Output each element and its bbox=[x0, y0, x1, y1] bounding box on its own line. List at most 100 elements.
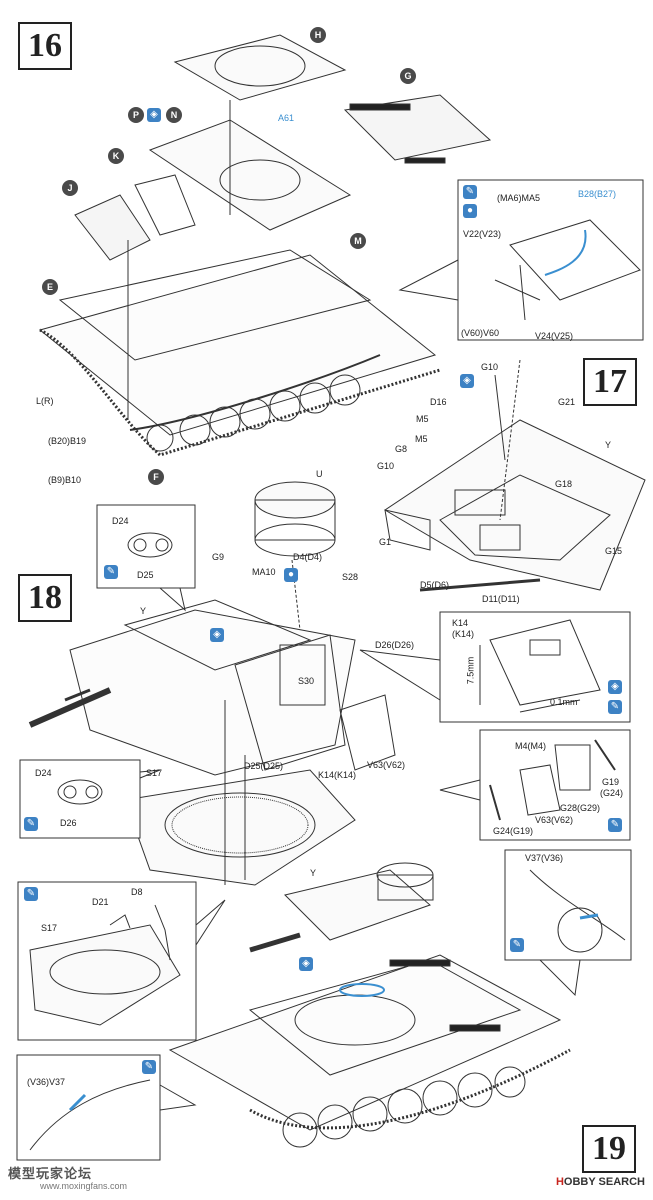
label-s30: S30 bbox=[298, 676, 315, 686]
inset-16-suspension bbox=[494, 219, 641, 321]
inset-d24-bottom-part bbox=[57, 779, 103, 805]
label-m5-b: M5 bbox=[415, 434, 428, 444]
glue-icon-18: ◈ bbox=[210, 628, 224, 642]
paint-drop-icon: ● bbox=[463, 204, 477, 218]
inset-label-v37v36: V37(V36) bbox=[525, 853, 564, 863]
hatch-panels-jk bbox=[74, 174, 196, 261]
watermark-hobbysearch: HOBBY SEARCH bbox=[556, 1176, 645, 1188]
label-v22v23: V22(V23) bbox=[463, 229, 502, 239]
inset-v37-bottom-part bbox=[29, 1079, 151, 1151]
label-s28: S28 bbox=[342, 572, 359, 582]
label-g15: G15 bbox=[605, 546, 623, 556]
label-lr: L(R) bbox=[36, 396, 54, 406]
callout-k: K bbox=[108, 148, 124, 164]
label-d26d26: D26(D26) bbox=[375, 640, 415, 650]
paint-drop-icon-18: ● bbox=[284, 568, 298, 582]
inset-v37-bottom-frame bbox=[16, 1054, 161, 1161]
inset-label-m4m4: M4(M4) bbox=[515, 741, 546, 751]
step-number-18: 18 bbox=[18, 574, 72, 622]
brush-icon-d24-top: ✎ bbox=[104, 565, 118, 579]
label-k14k14: K14(K14) bbox=[318, 770, 357, 780]
callout-p: P bbox=[128, 107, 144, 123]
turret-18 bbox=[28, 481, 396, 776]
label-v63v62: V63(V62) bbox=[367, 760, 406, 770]
brush-icon-v37-top: ✎ bbox=[510, 938, 524, 952]
inset-label-d21: D21 bbox=[92, 897, 109, 907]
callout-e: E bbox=[42, 279, 58, 295]
label-m5-a: M5 bbox=[416, 414, 429, 424]
inset-label-k14: K14 bbox=[452, 618, 469, 628]
glue-icon: ◈ bbox=[147, 108, 161, 122]
superstructure-m bbox=[148, 100, 352, 231]
label-d25d25: D25(D25) bbox=[244, 761, 284, 771]
inset-d24-top-part bbox=[127, 532, 173, 558]
inset-label-g24-paren: (G24) bbox=[600, 788, 624, 798]
inset-v37-top-part bbox=[529, 869, 626, 953]
label-g9: G9 bbox=[212, 552, 225, 562]
label-d4d4: D4(D4) bbox=[293, 552, 323, 562]
brush-icon-d24-bottom: ✎ bbox=[24, 817, 38, 831]
label-a61: A61 bbox=[278, 113, 295, 123]
label-d11d11: D11(D11) bbox=[482, 594, 520, 604]
brush-icon-k14: ✎ bbox=[608, 700, 622, 714]
label-b9b10: (B9)B10 bbox=[48, 475, 82, 485]
callout-j: J bbox=[62, 180, 78, 196]
inset-m4-part bbox=[489, 739, 616, 821]
label-y-19: Y bbox=[310, 868, 317, 878]
inset-k14-part bbox=[479, 619, 601, 713]
callout-m: M bbox=[350, 233, 366, 249]
step-number-17: 17 bbox=[583, 358, 637, 406]
inset-label-dim-vertical: 7.5mm bbox=[465, 656, 476, 685]
watermark-url: www.moxingfans.com bbox=[40, 1181, 128, 1191]
brush-icon-m4: ✎ bbox=[608, 818, 622, 832]
label-ma10: MA10 bbox=[252, 567, 276, 577]
step-number-19: 19 bbox=[582, 1125, 636, 1173]
label-b20b19: (B20)B19 bbox=[48, 436, 87, 446]
inset-label-v63v62: V63(V62) bbox=[535, 815, 574, 825]
inset-label-g28g29: G28(G29) bbox=[560, 803, 601, 813]
step-number-16: 16 bbox=[18, 22, 72, 70]
inset-v37-top-frame bbox=[504, 849, 632, 961]
inset-top-label-d25: D25 bbox=[137, 570, 154, 580]
brush-icon-s17: ✎ bbox=[24, 887, 38, 901]
callout-g: G bbox=[400, 68, 416, 84]
watermark-brand-rest: OBBY SEARCH bbox=[563, 1176, 645, 1188]
hull-top-plate-h bbox=[173, 34, 347, 101]
inset-label-dim-horizontal: 0.1mm bbox=[550, 697, 578, 707]
label-d5d6: D5(D6) bbox=[420, 580, 450, 590]
superstructure-17 bbox=[384, 359, 646, 592]
assembled-tank-19 bbox=[168, 862, 571, 1148]
glue-icon-k14: ◈ bbox=[608, 680, 622, 694]
callout-f: F bbox=[148, 469, 164, 485]
label-g18: G18 bbox=[555, 479, 573, 489]
watermark-brand-h: H bbox=[555, 1176, 564, 1188]
label-y-17: Y bbox=[605, 440, 612, 450]
label-u: U bbox=[316, 469, 323, 479]
engine-deck-g bbox=[343, 94, 492, 164]
inset-16-frame bbox=[457, 179, 644, 341]
label-g21: G21 bbox=[558, 397, 576, 407]
label-v60v60: (V60)V60 bbox=[461, 328, 500, 338]
glue-icon-19: ◈ bbox=[299, 957, 313, 971]
label-s17: S17 bbox=[146, 768, 163, 778]
brush-icon-v37-bottom: ✎ bbox=[142, 1060, 156, 1074]
inset-label-d8: D8 bbox=[131, 887, 143, 897]
inset-label-s17: S17 bbox=[41, 923, 58, 933]
label-ma6ma5: (MA6)MA5 bbox=[497, 193, 541, 203]
inset-label-k14-paren: (K14) bbox=[452, 629, 475, 639]
inset-top-label-d24: D24 bbox=[112, 516, 129, 526]
callout-h: H bbox=[310, 27, 326, 43]
label-g10-top: G10 bbox=[481, 362, 499, 372]
label-g8: G8 bbox=[395, 444, 408, 454]
label-g10-bottom: G10 bbox=[377, 461, 395, 471]
inset-bottom-label-d24: D24 bbox=[35, 768, 52, 778]
inset-s17-part bbox=[29, 904, 181, 1026]
inset-k14-frame bbox=[439, 611, 631, 723]
inset-d24-bottom-frame bbox=[19, 759, 141, 839]
label-v24v25: V24(V25) bbox=[535, 331, 574, 341]
callout-n: N bbox=[166, 107, 182, 123]
brush-icon: ✎ bbox=[463, 185, 477, 199]
inset-bottom-label-d26: D26 bbox=[60, 818, 77, 828]
label-y-18: Y bbox=[140, 606, 147, 616]
